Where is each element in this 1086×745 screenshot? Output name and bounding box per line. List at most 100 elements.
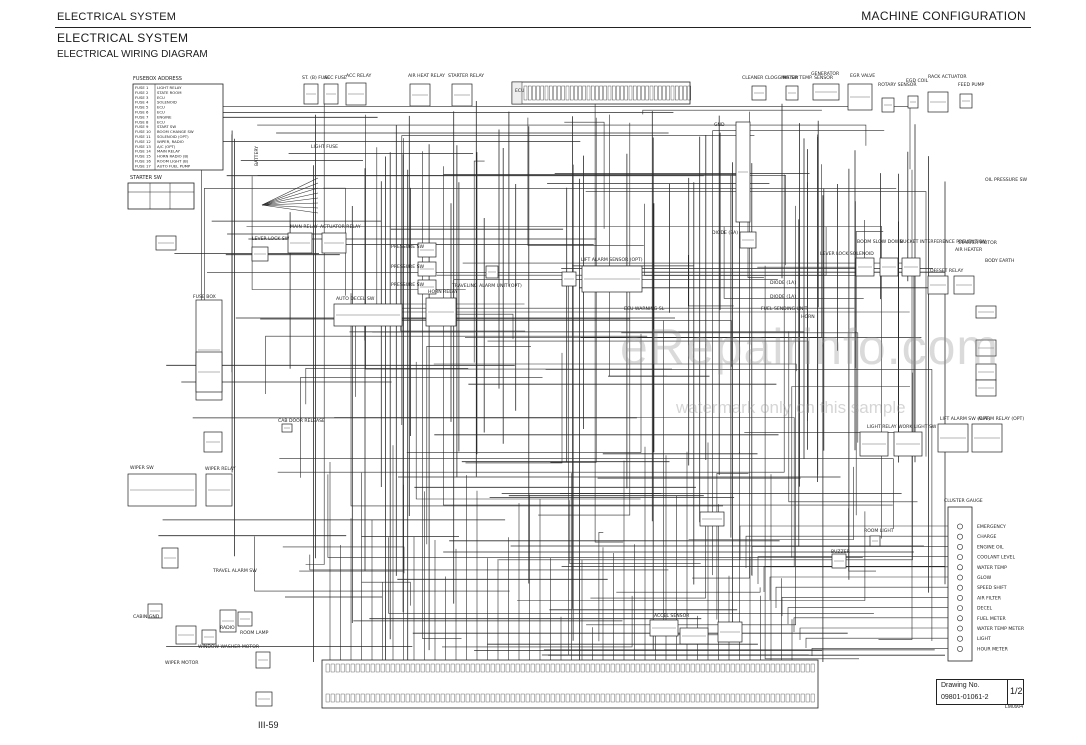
fuse-row-fuse: FUSE 1 — [135, 85, 149, 90]
connector-pin — [495, 663, 500, 673]
connector-pin — [790, 693, 795, 703]
ecu-pin — [628, 85, 633, 101]
lift-alarm-sw-label: LIFT ALARM SW (OPT) — [940, 416, 990, 422]
connector-pin — [770, 693, 775, 703]
drawing-number: 09801-01061-2 — [941, 694, 989, 701]
wire — [327, 474, 863, 558]
connector-pin — [560, 693, 565, 703]
connector-pin — [370, 693, 375, 703]
wire — [781, 597, 948, 616]
wire — [791, 386, 910, 558]
connector-pin — [495, 693, 500, 703]
drawing-label: Drawing No. — [941, 682, 980, 689]
wire — [878, 169, 913, 640]
connector-pin — [750, 693, 755, 703]
ecu-pin — [549, 85, 553, 101]
pressure-sw-3-label: PRESSURE SW — [391, 282, 425, 288]
connector-pin — [640, 663, 645, 673]
fuse-row-item: ECU — [157, 105, 165, 110]
wire — [757, 556, 948, 584]
connector-pin — [755, 663, 760, 673]
connector-pin — [475, 663, 480, 673]
connector-pin — [540, 663, 545, 673]
wire — [261, 187, 319, 206]
connector-pin — [440, 693, 445, 703]
wire — [609, 114, 668, 377]
section-header-right: MACHINE CONFIGURATION — [861, 9, 1026, 23]
starter-sw-label: STARTER SW — [130, 175, 162, 181]
gauge-lamp-icon — [957, 605, 963, 611]
wire — [261, 182, 319, 206]
connector-pin — [785, 663, 790, 673]
ecu-warning-label: ECU WARNING SL — [624, 306, 665, 312]
connector-pin — [405, 663, 410, 673]
connector-pin — [585, 663, 590, 673]
wiper-motor-label: WIPER MOTOR — [165, 660, 199, 666]
lever-lock-solenoid-label: LEVER LOCK SOLENOID — [820, 251, 874, 257]
ecu-pin — [557, 85, 561, 101]
wire — [788, 331, 918, 503]
connector-pin — [650, 663, 655, 673]
wire — [433, 363, 797, 372]
cluster-gauge-item: CHARGE — [977, 534, 997, 540]
ecu-pin — [561, 85, 565, 101]
ecu-pin — [544, 85, 549, 101]
ecu-pin — [675, 85, 679, 101]
fuse-row-fuse: FUSE 3 — [135, 95, 149, 100]
cab-door-release-label: CAB DOOR RELEASE — [278, 418, 325, 424]
wire — [350, 293, 723, 507]
connector-pin — [400, 663, 405, 673]
ecu-pin — [633, 85, 637, 101]
cluster-gauge-item: EMERGENCY — [977, 524, 1006, 530]
connector-pin — [510, 693, 515, 703]
connector-pin — [510, 663, 515, 673]
ecu-pin — [620, 85, 624, 101]
connector-pin — [490, 693, 495, 703]
wire — [365, 114, 672, 370]
horn-label: HORN — [801, 314, 815, 320]
connector-pin — [795, 663, 800, 673]
cluster-gauge-item: DECEL — [977, 606, 993, 612]
connector-pin — [640, 693, 645, 703]
connector-pin — [715, 693, 720, 703]
fuse-row-item: ROOM LIGHT (B) — [157, 159, 189, 164]
wire — [644, 203, 874, 276]
starter-switch: STARTER SW — [127, 175, 195, 210]
connector-pin — [535, 663, 540, 673]
wire — [747, 155, 764, 279]
wire — [590, 526, 706, 599]
connector-pin — [610, 663, 615, 673]
ecu-pin — [528, 85, 532, 101]
lever-lock-sw-label: LEVER LOCK SW — [252, 236, 290, 242]
top-components: ST. (B) FUSE ACC FUSE ACC RELAY AIR HEAT… — [302, 71, 985, 88]
connector-pin — [620, 693, 625, 703]
connector-pin — [415, 693, 420, 703]
fuse-row-fuse: FUSE 8 — [135, 119, 149, 124]
window-washer-motor-label: WINDOW WASHER MOTOR — [198, 644, 260, 650]
connector-pin — [430, 693, 435, 703]
connector-pin — [385, 693, 390, 703]
connector-pin — [635, 693, 640, 703]
wire — [305, 367, 469, 405]
wire — [642, 109, 822, 115]
connector-pin — [330, 693, 335, 703]
wire — [265, 335, 648, 394]
offset-relay-label: OFFSET RELAY — [930, 268, 963, 274]
ecu-pin — [670, 85, 675, 101]
horn-relay-label: HORN RELAY — [428, 289, 458, 295]
connector-pin — [595, 663, 600, 673]
auto-decel-sw-label: AUTO DECEL SW — [336, 296, 375, 302]
ecu-pin — [645, 85, 649, 101]
connector-pin — [470, 693, 475, 703]
wire — [282, 546, 405, 574]
connector-pin — [365, 693, 370, 703]
connector-pin — [390, 693, 395, 703]
ecu-pin — [616, 85, 620, 101]
gauge-lamp-icon — [957, 533, 963, 540]
cluster-gauge-item: ENGINE OIL — [977, 544, 1004, 550]
page-number: III-59 — [258, 720, 279, 730]
ecu-pin — [523, 85, 528, 101]
connector-pin — [720, 663, 725, 673]
fuse-row-item: SOLENOID — [157, 100, 177, 105]
connector-pin — [345, 663, 350, 673]
